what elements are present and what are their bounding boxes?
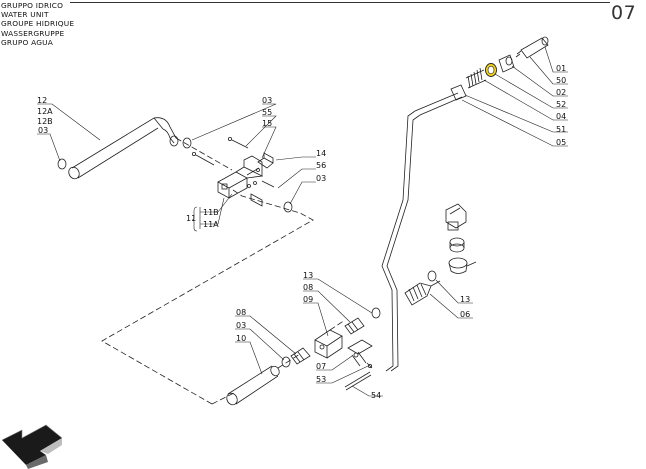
fitting-14 bbox=[257, 152, 274, 169]
callout-03-top: 03 bbox=[262, 96, 272, 105]
o-ring-13-right bbox=[427, 270, 437, 282]
pipe-12 bbox=[68, 117, 179, 180]
title-block: GRUPPO IDRICO WATER UNIT GROUPE HIDRIQUE… bbox=[1, 1, 74, 47]
o-ring-13-mid bbox=[371, 307, 381, 319]
callout-06: 06 bbox=[460, 310, 470, 319]
bracket-11 bbox=[191, 206, 198, 232]
fitting-07 bbox=[347, 339, 373, 367]
callout-03-valve: 03 bbox=[316, 174, 326, 183]
callout-52: 52 bbox=[556, 100, 566, 109]
callout-13-mid: 13 bbox=[303, 271, 313, 280]
bracket-51 bbox=[450, 84, 467, 101]
callout-54: 54 bbox=[371, 391, 381, 400]
valve-06 bbox=[404, 280, 441, 306]
pin-54 bbox=[344, 371, 372, 391]
callout-53: 53 bbox=[316, 375, 326, 384]
o-ring-03-right-valve bbox=[283, 201, 293, 213]
title-line-it: GRUPPO IDRICO bbox=[1, 1, 64, 10]
callout-50: 50 bbox=[556, 76, 566, 85]
dashed-line-lower bbox=[211, 319, 346, 405]
screw-55 bbox=[227, 136, 249, 149]
callout-12b: 12B bbox=[37, 117, 53, 126]
header-rule bbox=[70, 2, 610, 3]
o-ring-03-left bbox=[57, 158, 67, 170]
title-line-es: GRUPO AGUA bbox=[1, 37, 54, 47]
o-ring-03-top bbox=[182, 137, 192, 149]
ring-52-highlight bbox=[485, 63, 497, 77]
callout-01: 01 bbox=[556, 64, 566, 73]
callout-11: 11 bbox=[186, 214, 196, 223]
callout-04: 04 bbox=[556, 112, 566, 121]
callout-02: 02 bbox=[556, 88, 566, 97]
callout-11a: 11A bbox=[203, 220, 219, 229]
callout-14: 14 bbox=[316, 149, 326, 158]
leader-lines bbox=[37, 46, 568, 397]
callout-03-lower: 03 bbox=[236, 321, 246, 330]
screw-upper-2 bbox=[191, 151, 215, 166]
title-line-en: WATER UNIT bbox=[1, 10, 49, 20]
callout-07: 07 bbox=[316, 362, 326, 371]
cap-02 bbox=[498, 54, 515, 73]
callout-56: 56 bbox=[316, 161, 326, 170]
callout-12: 12 bbox=[37, 96, 47, 105]
callout-08-lower: 08 bbox=[236, 308, 246, 317]
knob-01 bbox=[515, 36, 549, 59]
callout-51: 51 bbox=[556, 125, 566, 134]
orientation-arrow-icon bbox=[1, 424, 63, 469]
callout-05: 05 bbox=[556, 138, 566, 147]
dashed-line-upper bbox=[101, 137, 314, 405]
screw-53 bbox=[366, 362, 373, 369]
callout-03-left: 03 bbox=[38, 126, 48, 135]
page-number: 07 bbox=[611, 2, 637, 24]
callout-09: 09 bbox=[303, 295, 313, 304]
o-ring-03-lower bbox=[281, 356, 291, 368]
callout-55: 55 bbox=[262, 108, 272, 117]
callout-11b: 11B bbox=[203, 208, 219, 217]
callout-13-right: 13 bbox=[460, 295, 470, 304]
faucet-body bbox=[445, 203, 477, 274]
callout-10: 10 bbox=[236, 334, 246, 343]
title-line-fr: GROUPE HIDRIQUE bbox=[1, 19, 75, 29]
fitting-08-upper bbox=[344, 317, 365, 335]
solenoid-valve-11 bbox=[217, 155, 264, 199]
block-09 bbox=[314, 329, 343, 359]
spring-04 bbox=[465, 67, 487, 89]
fitting-08-lower bbox=[290, 347, 311, 365]
screw-56 bbox=[261, 180, 275, 188]
pipe-10 bbox=[226, 365, 280, 406]
callout-labels: 12 12A 12B 03 03 55 15 14 56 03 11B 11A … bbox=[37, 64, 566, 400]
callout-12a: 12A bbox=[37, 107, 53, 116]
callout-08-upper: 08 bbox=[303, 283, 313, 292]
valve-connector bbox=[250, 193, 263, 207]
pipe-05 bbox=[381, 92, 463, 372]
title-line-de: WASSERGRUPPE bbox=[1, 28, 65, 38]
callout-15: 15 bbox=[262, 119, 272, 128]
